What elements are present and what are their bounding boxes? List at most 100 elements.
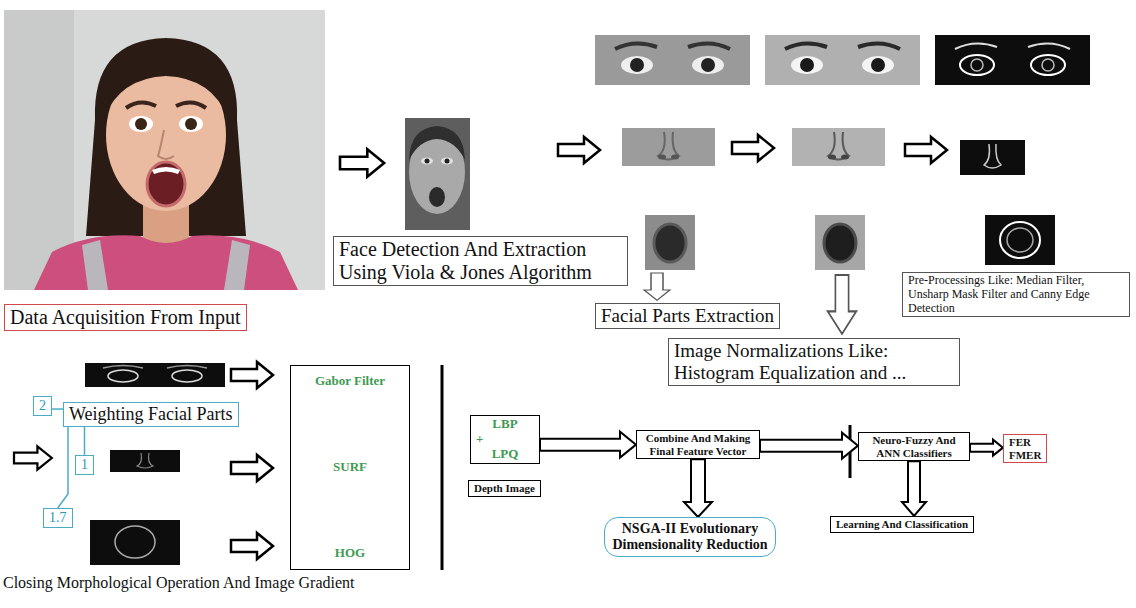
hollow-arrow <box>732 135 774 161</box>
hollow-arrow <box>644 273 670 300</box>
edge-line <box>1042 59 1054 71</box>
mouth-crop <box>815 215 865 270</box>
nose <box>158 130 174 159</box>
edge-line <box>115 526 155 558</box>
hollow-arrow <box>231 455 273 481</box>
edge-line <box>137 453 153 468</box>
eyebrow <box>688 43 730 49</box>
bangs <box>104 48 228 118</box>
crop-background <box>90 520 180 565</box>
nose <box>828 132 849 160</box>
mouth-crop <box>645 215 695 270</box>
feature-name: + <box>476 432 534 447</box>
nose-crop <box>622 128 715 166</box>
caption-note: Closing Morphological Operation And Imag… <box>3 574 354 592</box>
crop-background <box>985 215 1055 265</box>
step-box: Combine And Making Final Feature Vector <box>636 430 760 459</box>
edge-line <box>955 43 997 49</box>
mouth-gradient-crop <box>90 520 180 565</box>
nose-gradient-crop <box>110 450 180 472</box>
hollow-arrow <box>14 446 52 469</box>
iris <box>701 58 715 72</box>
edge-line <box>1007 228 1033 252</box>
classifier-box: Neuro-Fuzzy And ANN Classifiers <box>858 432 970 461</box>
edge-line <box>960 55 994 75</box>
box-text: Pre-Processings Like: Median Filter, Uns… <box>908 274 1124 315</box>
box-text: NSGA-II Evolutionary Dimensionality Redu… <box>609 521 771 553</box>
crop-background <box>792 128 885 166</box>
step-box: Image Normalizations Like: Histogram Equ… <box>668 338 960 386</box>
eyebrow <box>785 43 827 49</box>
box-text: Image Normalizations Like: Histogram Equ… <box>674 340 954 384</box>
edge-line <box>108 370 138 382</box>
crop-background <box>765 35 920 85</box>
hollow-arrow <box>905 137 947 163</box>
nostril <box>841 155 849 160</box>
nose-edge-crop <box>960 140 1025 175</box>
eye <box>129 116 153 132</box>
crop-background <box>595 35 750 85</box>
open-mouth <box>824 224 856 262</box>
weight-link <box>52 408 63 410</box>
crop-background <box>815 215 865 270</box>
eye <box>179 116 203 132</box>
feature-name: LBP <box>476 417 534 432</box>
step-box: Weighting Facial Parts <box>63 402 239 427</box>
gray-mouth <box>429 187 445 207</box>
gray-eye <box>441 158 453 165</box>
gray-background <box>405 118 470 230</box>
box-text: FER <box>1009 436 1041 449</box>
iris <box>135 118 147 130</box>
gray-face <box>405 118 470 230</box>
teeth <box>152 167 180 174</box>
gray-hair <box>409 126 465 160</box>
box-text: Combine And Making Final Feature Vector <box>642 432 754 457</box>
hollow-arrow <box>231 362 273 388</box>
edge-line <box>1028 43 1070 49</box>
eye-edge-crop <box>935 35 1090 85</box>
eye <box>791 56 823 74</box>
callout-number: 1 <box>81 457 88 473</box>
feature-name: HOG <box>297 546 403 561</box>
nostril <box>658 155 666 160</box>
feature-box: Depth Image <box>468 480 541 497</box>
edge-line <box>1000 222 1040 258</box>
child-photo <box>4 10 325 290</box>
eye <box>862 56 894 74</box>
weight-link <box>84 427 86 455</box>
flow-arrow <box>970 440 1003 456</box>
photo-background <box>4 10 325 290</box>
gray-iris <box>425 159 430 164</box>
edge-line <box>984 144 1001 168</box>
iris <box>185 118 197 130</box>
crop-background <box>85 363 225 387</box>
box-text: Weighting Facial Parts <box>69 404 233 425</box>
box-text: Neuro-Fuzzy And ANN Classifiers <box>864 434 964 459</box>
crop-background <box>622 128 715 166</box>
feature-name: LPQ <box>476 447 534 462</box>
eyebrow <box>615 43 657 49</box>
box-text: Facial Parts Extraction <box>601 305 774 327</box>
nostril <box>671 155 679 160</box>
crop-background <box>110 450 180 472</box>
edge-line <box>172 370 202 382</box>
shirt <box>34 235 298 290</box>
edge-line <box>103 366 207 369</box>
open-mouth <box>654 224 686 262</box>
feature-box: LBP+LPQ <box>470 415 540 464</box>
eye <box>692 56 724 74</box>
feature-name: SURF <box>297 460 403 475</box>
crop-background <box>935 35 1090 85</box>
box-text: Learning And Classification <box>836 518 968 531</box>
eye-gradient-crop <box>85 363 225 387</box>
eyebrow <box>858 43 900 49</box>
nose-crop <box>792 128 885 166</box>
step-box: Learning And Classification <box>830 516 974 533</box>
iris <box>800 58 814 72</box>
callout-number: 2 <box>39 398 46 414</box>
edge-line <box>1031 55 1065 75</box>
flow-arrow <box>540 432 636 458</box>
box-text: Face Detection And Extraction Using Viol… <box>339 238 622 284</box>
iris <box>630 58 644 72</box>
